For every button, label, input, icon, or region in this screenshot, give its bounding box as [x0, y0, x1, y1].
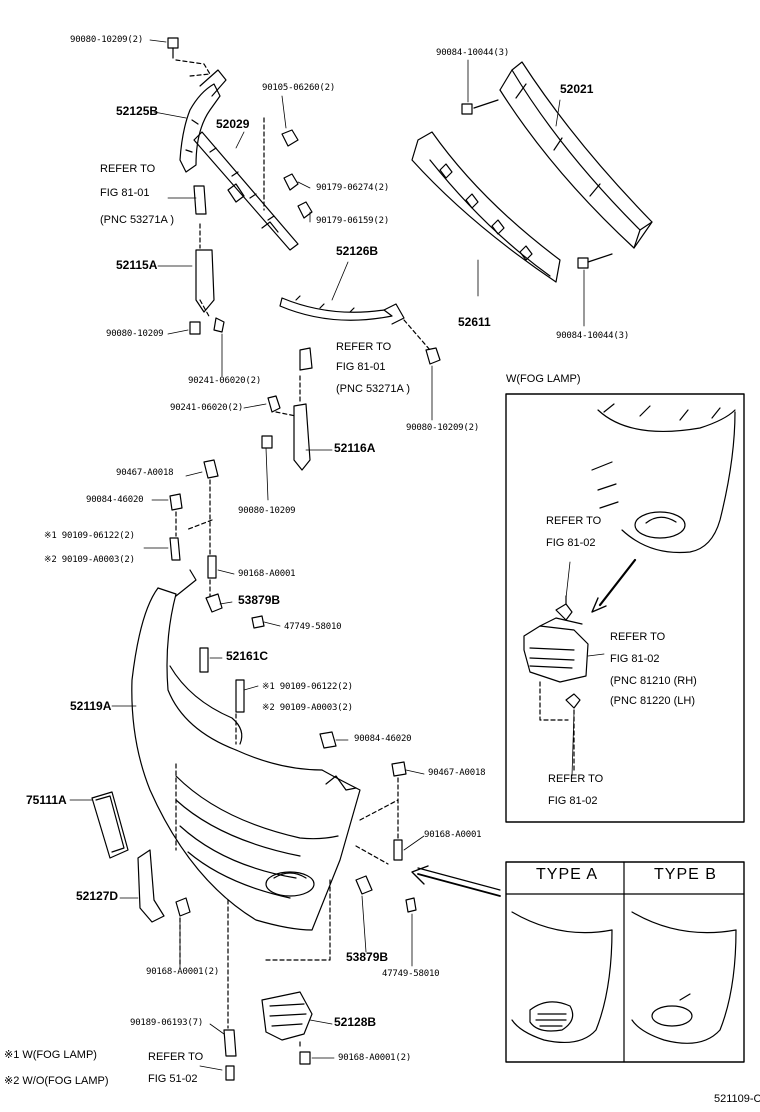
label-90467-A0018-right: 90467-A0018 [428, 768, 486, 778]
label-52116A: 52116A [334, 441, 376, 455]
fasteners [169, 459, 417, 1081]
label-52119A: 52119A [70, 699, 112, 713]
label-53879B-bottom: 53879B [346, 950, 389, 964]
legend-note-no-fog-lamp: ※2 W/O(FOG LAMP) [4, 1075, 109, 1087]
refer-left-line2: FIG 81-01 [100, 187, 150, 199]
label-90105-06260-2: 90105-06260(2) [262, 83, 336, 93]
type-a-header: TYPE A [536, 866, 599, 883]
label-90168-A0001-right: 90168-A0001 [424, 830, 482, 840]
type-arrow [411, 865, 501, 897]
refer-mid-line2: FIG 81-01 [336, 361, 386, 373]
label-90109-A0003-2-a: ※2 90109-A0003(2) [44, 555, 135, 565]
type-box [505, 861, 745, 1063]
diagram-id: 521109-C [714, 1093, 760, 1105]
label-90109-A0003-2-b: ※2 90109-A0003(2) [262, 703, 353, 713]
legend-note-fog-lamp: ※1 W(FOG LAMP) [4, 1049, 97, 1061]
fog-ref-right-line1: REFER TO [610, 631, 666, 643]
label-52126B: 52126B [336, 244, 379, 258]
label-52127D: 52127D [76, 889, 119, 903]
label-52611: 52611 [458, 315, 491, 329]
refer-bottom-line1: REFER TO [148, 1051, 204, 1063]
label-52161C: 52161C [226, 649, 269, 663]
reinforcement-group [411, 61, 653, 283]
license-bracket [91, 791, 129, 859]
label-53879B-top: 53879B [238, 593, 281, 607]
label-52128B: 52128B [334, 1015, 377, 1029]
lower-bracket [137, 849, 191, 967]
label-90241-06020-2-b: 90241-06020(2) [170, 403, 244, 413]
label-90080-10209-left: 90080-10209 [106, 329, 164, 339]
bumper-cover [131, 569, 361, 931]
fog-box-title: W(FOG LAMP) [506, 373, 581, 385]
fog-lamp-inset [505, 393, 745, 823]
label-52125B: 52125B [116, 104, 159, 118]
fog-ref-bottom-line2: FIG 81-02 [548, 795, 598, 807]
label-90109-06122-2-b: ※1 90109-06122(2) [262, 682, 353, 692]
label-90084-46020-right: 90084-46020 [354, 734, 412, 744]
label-90109-06122-2-a: ※1 90109-06122(2) [44, 531, 135, 541]
label-52115A: 52115A [116, 258, 158, 272]
label-90080-10209-mid: 90080-10209 [238, 506, 296, 516]
label-90241-06020-2-a: 90241-06020(2) [188, 376, 262, 386]
refer-left-line3: (PNC 53271A ) [100, 214, 174, 226]
label-90084-10044-3-top: 90084-10044(3) [436, 48, 510, 58]
label-52029: 52029 [216, 117, 250, 131]
label-90189-06193-7: 90189-06193(7) [130, 1018, 204, 1028]
label-90179-06274-2: 90179-06274(2) [316, 183, 390, 193]
fog-ref-top-line1: REFER TO [546, 515, 602, 527]
label-47749-58010-top: 47749-58010 [284, 622, 342, 632]
label-90080-10209-2-right: 90080-10209(2) [406, 423, 480, 433]
label-90084-10044-3-bottom: 90084-10044(3) [556, 331, 630, 341]
fog-ref-top-line2: FIG 81-02 [546, 537, 596, 549]
label-52021: 52021 [560, 82, 594, 96]
label-90168-A0001-2-bottom: 90168-A0001(2) [146, 967, 220, 977]
label-90080-10209-2-top: 90080-10209(2) [70, 35, 144, 45]
label-90168-A0001-top: 90168-A0001 [238, 569, 296, 579]
label-90168-A0001-2-lower: 90168-A0001(2) [338, 1053, 412, 1063]
label-90084-46020-left: 90084-46020 [86, 495, 144, 505]
label-75111A: 75111A [26, 793, 67, 807]
refer-mid-line3: (PNC 53271A ) [336, 383, 410, 395]
center-cover [261, 991, 313, 1065]
label-90179-06159-2: 90179-06159(2) [316, 216, 390, 226]
label-47749-58010-bottom: 47749-58010 [382, 969, 440, 979]
refer-bottom-line2: FIG 51-02 [148, 1073, 198, 1085]
refer-mid-line1: REFER TO [336, 341, 392, 353]
label-90467-A0018-left: 90467-A0018 [116, 468, 174, 478]
fog-ref-right-line4: (PNC 81220 (LH) [610, 695, 695, 707]
fog-ref-bottom-line1: REFER TO [548, 773, 604, 785]
fog-ref-right-line2: FIG 81-02 [610, 653, 660, 665]
fog-ref-right-line3: (PNC 81210 (RH) [610, 675, 697, 687]
leader-lines [69, 39, 605, 1071]
type-b-header: TYPE B [654, 866, 717, 883]
refer-left-line1: REFER TO [100, 163, 156, 175]
upper-bracket-group [167, 37, 441, 471]
